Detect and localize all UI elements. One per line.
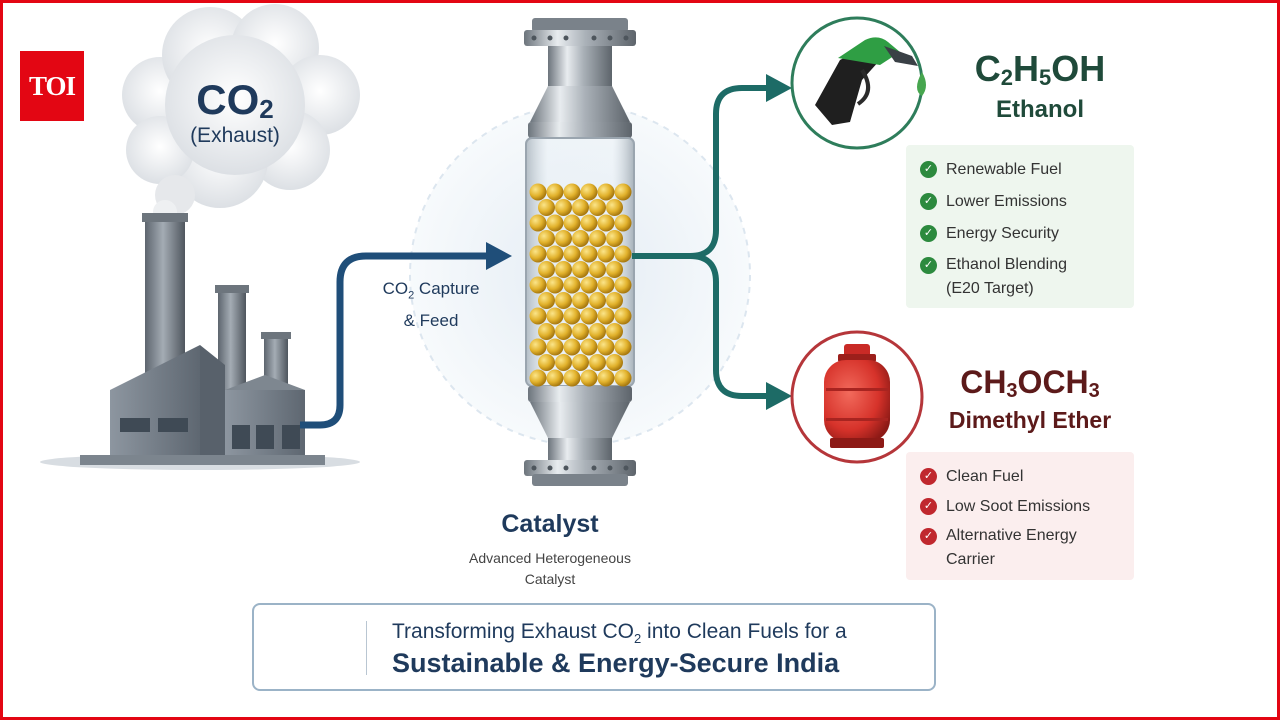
benefit-item: ✓ Low Soot Emissions bbox=[920, 496, 1122, 518]
factory-icon bbox=[40, 213, 360, 470]
catalyst-subtitle: Advanced Heterogeneous Catalyst bbox=[469, 550, 631, 587]
summary-banner: Transforming Exhaust CO2 into Clean Fuel… bbox=[252, 603, 936, 691]
check-icon: ✓ bbox=[920, 193, 937, 210]
co2-formula: CO2 bbox=[196, 76, 274, 124]
feed-arrow bbox=[300, 252, 488, 429]
output-arrows bbox=[632, 85, 770, 399]
check-icon: ✓ bbox=[920, 225, 937, 242]
co2-capture-label: CO2 Capture & Feed bbox=[382, 279, 480, 331]
reactor-icon bbox=[524, 18, 636, 486]
smoke-cloud-icon bbox=[122, 4, 360, 224]
catalyst-title: Catalyst bbox=[501, 510, 599, 538]
benefit-item: ✓ Energy Security bbox=[920, 223, 1122, 245]
ethanol-formula: C2H5OH bbox=[974, 48, 1106, 90]
benefit-item: ✓ Lower Emissions bbox=[920, 191, 1122, 213]
toi-logo[interactable]: TOI bbox=[20, 51, 84, 121]
benefit-item: ✓ Clean Fuel bbox=[920, 466, 1122, 488]
dme-formula: CH3OCH3 bbox=[960, 364, 1100, 402]
benefit-item: ✓ Ethanol Blending (E20 Target) bbox=[920, 255, 1122, 301]
catalyst-beads bbox=[529, 183, 632, 387]
dme-name: Dimethyl Ether bbox=[948, 407, 1112, 433]
benefit-label: Lower Emissions bbox=[946, 193, 1067, 210]
benefit-item: ✓ Renewable Fuel bbox=[920, 159, 1122, 181]
benefit-item: ✓ Alternative Energy Carrier bbox=[920, 526, 1122, 572]
co2-exhaust-label: (Exhaust) bbox=[190, 124, 280, 147]
check-icon: ✓ bbox=[920, 468, 937, 485]
banner-line1: Transforming Exhaust CO2 into Clean Fuel… bbox=[392, 620, 847, 647]
check-icon: ✓ bbox=[920, 257, 937, 274]
ethanol-name: Ethanol bbox=[996, 96, 1084, 123]
check-icon: ✓ bbox=[920, 498, 937, 515]
ethanol-benefits: ✓ Renewable Fuel ✓ Lower Emissions ✓ Energy S… bbox=[906, 145, 1134, 308]
benefit-label: Clean Fuel bbox=[946, 468, 1024, 485]
benefit-label: Renewable Fuel bbox=[946, 161, 1062, 178]
banner-line2: Sustainable & Energy-Secure India bbox=[392, 648, 840, 678]
check-icon: ✓ bbox=[920, 528, 937, 545]
gas-cylinder-icon bbox=[790, 330, 924, 464]
benefit-label: Alternative Energy Carrier bbox=[946, 527, 1077, 568]
fuel-nozzle-icon bbox=[790, 16, 926, 150]
benefit-label: Ethanol Blending (E20 Target) bbox=[946, 256, 1067, 297]
banner-divider bbox=[366, 621, 367, 675]
dme-benefits: ✓ Clean Fuel ✓ Low Soot Emissions ✓ Alternati… bbox=[906, 452, 1134, 580]
benefit-label: Low Soot Emissions bbox=[946, 498, 1091, 515]
benefit-label: Energy Security bbox=[946, 225, 1059, 242]
check-icon: ✓ bbox=[920, 161, 937, 178]
